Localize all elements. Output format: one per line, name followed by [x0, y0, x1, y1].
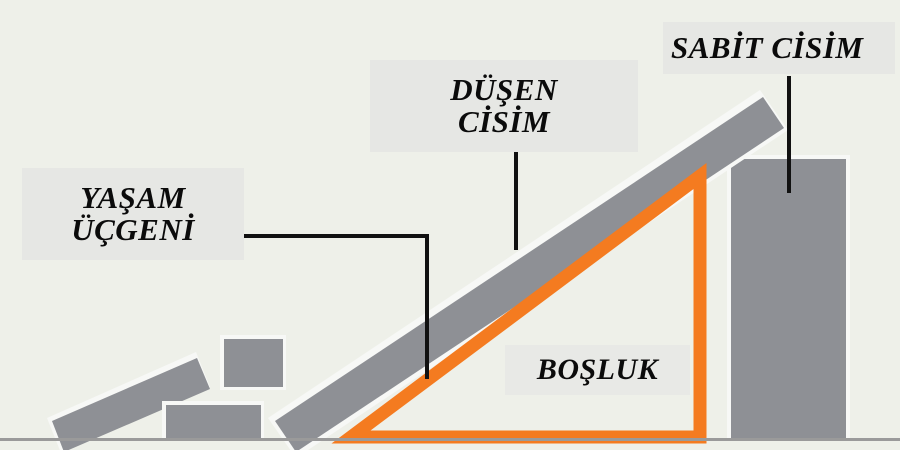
- rubble-rect-block-group: [162, 401, 264, 441]
- label-sabit-cisim: SABİT CİSİM: [663, 22, 895, 74]
- tilted-slab: [52, 358, 210, 450]
- square-block: [224, 339, 283, 387]
- life-triangle-outline: [331, 163, 707, 444]
- falling-beam-group: [268, 90, 788, 450]
- label-dusen-cisim: DÜŞEN CİSİM: [370, 60, 638, 152]
- fixed-block-group: [727, 155, 850, 440]
- rubble-square-block-group: [220, 335, 286, 390]
- falling-beam: [275, 97, 784, 450]
- label-yasam-ucgeni: YAŞAM ÜÇGENİ: [22, 168, 244, 260]
- rubble-tilted-slab-group: [47, 352, 210, 450]
- label-bosluk: BOŞLUK: [505, 345, 690, 395]
- fixed-block: [731, 159, 846, 438]
- rect-block: [166, 405, 261, 438]
- leader-line-yasam-ucgeni: [243, 234, 429, 379]
